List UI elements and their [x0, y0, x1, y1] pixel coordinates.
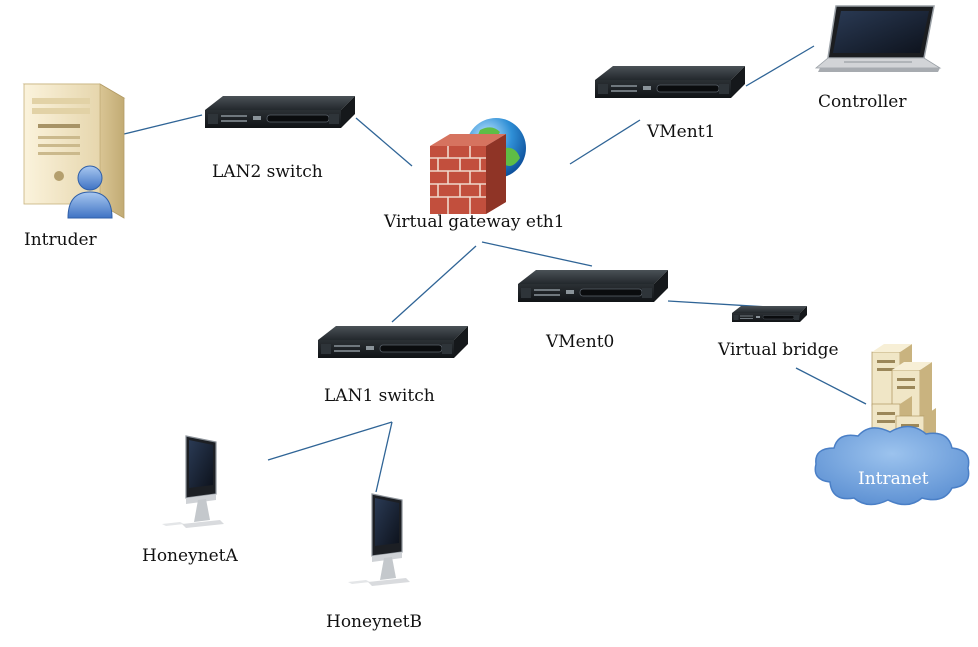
honeynet-a-desktop-icon[interactable]	[162, 435, 224, 528]
intranet-label: Intranet	[858, 469, 929, 489]
virtual-gateway-icon[interactable]	[430, 118, 526, 214]
controller-label: Controller	[818, 92, 907, 112]
honeynet-b-label: HoneynetB	[326, 612, 423, 632]
lan1-switch-label: LAN1 switch	[324, 386, 435, 406]
lan2-switch-icon[interactable]	[204, 95, 356, 129]
link-gateway-vment0	[481, 241, 593, 267]
link-lan1-honeyneta	[267, 421, 393, 461]
lan1-switch-icon[interactable]	[317, 325, 469, 359]
vment1-label: VMent1	[647, 122, 716, 142]
links	[123, 45, 867, 493]
lan2-switch-label: LAN2 switch	[212, 162, 323, 182]
vment0-label: VMent0	[546, 332, 615, 352]
vment0-switch-icon[interactable]	[517, 269, 669, 303]
virtual-bridge-icon[interactable]	[731, 305, 808, 323]
vment1-switch-icon[interactable]	[594, 65, 746, 99]
link-lan1-honeynetb	[375, 421, 393, 493]
honeynet-a-label: HoneynetA	[142, 546, 238, 566]
link-gateway-lan1	[391, 245, 477, 323]
link-intruder-lan2	[123, 114, 203, 135]
controller-laptop-icon[interactable]	[814, 5, 942, 72]
intruder-icon[interactable]	[22, 83, 126, 219]
honeynet-b-desktop-icon[interactable]	[348, 493, 410, 586]
link-vment1-controller	[745, 45, 815, 87]
link-bridge-intranet	[795, 367, 867, 405]
link-lan2-gateway	[355, 117, 413, 167]
intruder-label: Intruder	[24, 230, 97, 250]
intranet-icon[interactable]	[814, 344, 970, 506]
intranet-cloud	[814, 425, 970, 506]
link-gateway-vment1	[569, 119, 641, 165]
virtual-gateway-label: Virtual gateway eth1	[384, 212, 565, 232]
virtual-bridge-label: Virtual bridge	[718, 340, 839, 360]
